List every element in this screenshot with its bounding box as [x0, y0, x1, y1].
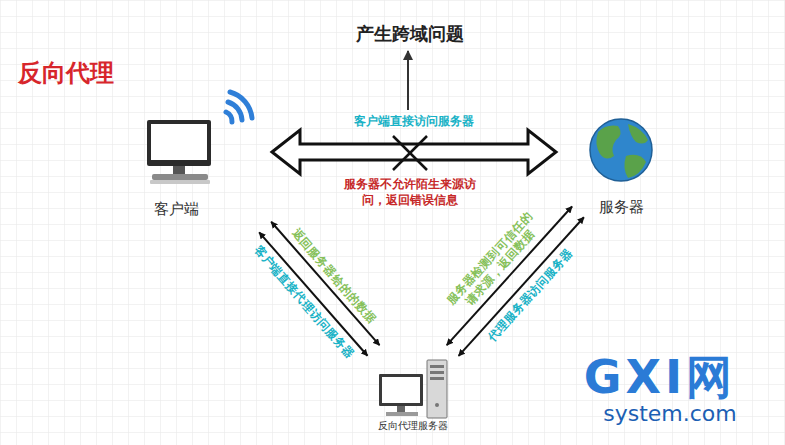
node-label: 反向代理服务器: [365, 419, 460, 432]
wifi-signal-icon: [226, 92, 252, 122]
node-box: 服务器: [582, 108, 660, 221]
watermark: GXI网: [584, 348, 736, 408]
proxy-server-icon: [379, 360, 447, 418]
problem-label: 产生跨域问题: [356, 22, 464, 45]
watermark: system.com: [603, 400, 737, 429]
problem-arrow: [407, 51, 409, 110]
node-box: 反向代理服务器: [365, 355, 460, 435]
node-label: 服务器: [582, 198, 660, 218]
node-label: 客户端: [154, 200, 268, 220]
connector-arrow: [272, 130, 556, 174]
error-note: 服务器不允许陌生来源访问，返回错误信息: [339, 177, 481, 208]
globe-icon: [590, 119, 652, 181]
edge-label: 客户端直接访问服务器: [354, 114, 474, 129]
blocked-cross: [393, 136, 427, 170]
client-computer-icon: [147, 120, 211, 184]
node-box: 客户端: [140, 92, 268, 223]
diagram-title: 反向代理: [18, 58, 114, 89]
